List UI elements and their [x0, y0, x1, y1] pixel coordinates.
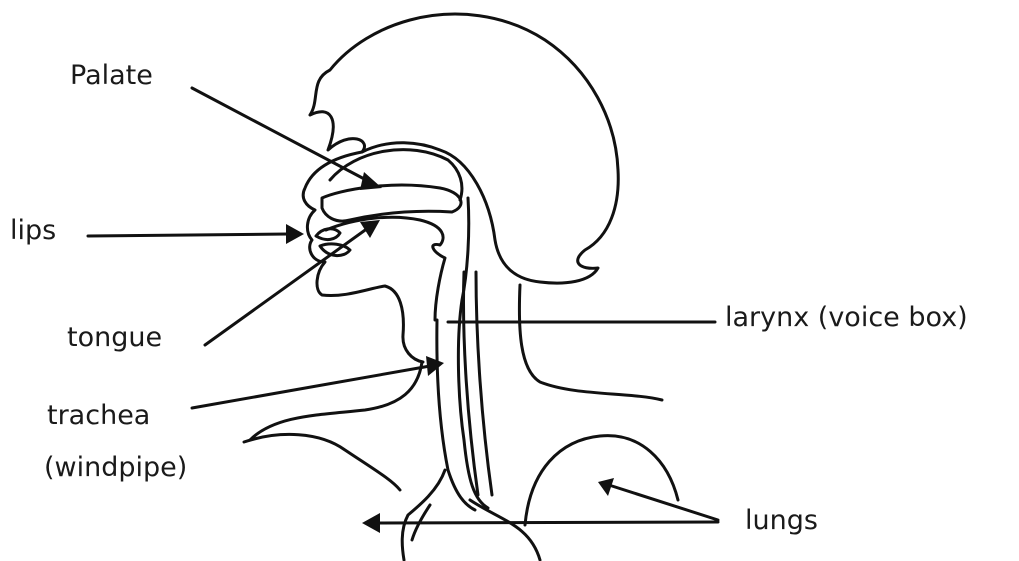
- lungs-label: lungs: [745, 505, 818, 537]
- left-lung-outline: [244, 434, 400, 490]
- hair-outline: [310, 14, 618, 283]
- trachea-label: trachea: [47, 400, 150, 432]
- tongue-label: tongue: [67, 322, 162, 354]
- right-lung-outline: [525, 436, 678, 525]
- lungs-arrows: [362, 478, 718, 533]
- trachea-note-label: (windpipe): [44, 452, 187, 484]
- palate-shape: [322, 185, 461, 221]
- neck-left-contour: [250, 362, 422, 440]
- larynx-label: larynx (voice box): [725, 302, 968, 334]
- tongue-outline: [326, 217, 445, 320]
- neck-right-contour: [519, 285, 662, 400]
- nasal-cavity-outline: [330, 150, 462, 200]
- lips-label: lips: [10, 215, 56, 247]
- lips-arrow: [88, 224, 304, 244]
- palate-label: Palate: [70, 60, 153, 92]
- trachea-arrow: [192, 356, 444, 408]
